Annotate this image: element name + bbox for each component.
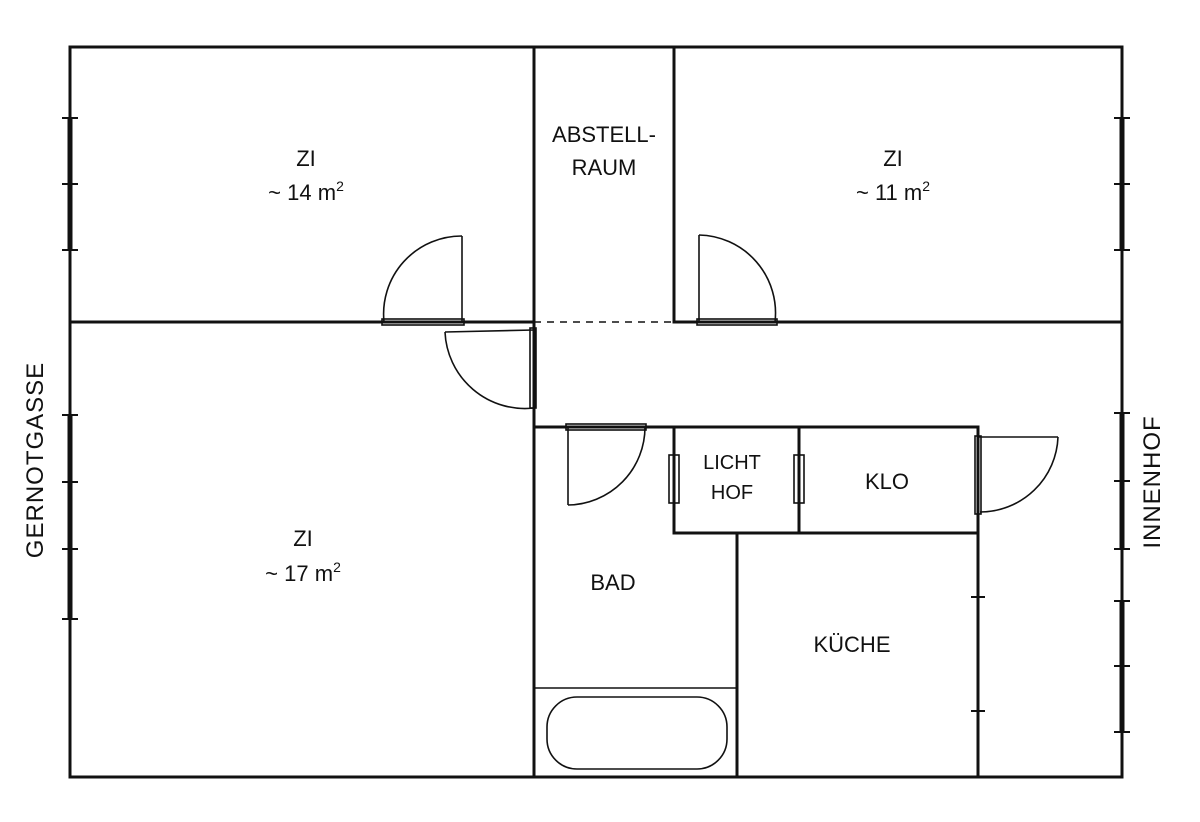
room-area-zi-bottom-left: ~ 17 m2: [265, 559, 341, 586]
street-label-left: GERNOTGASSE: [22, 362, 49, 558]
room-label-lichthof-line1: LICHT: [703, 452, 761, 474]
street-label-right: INNENHOF: [1139, 415, 1166, 548]
room-label-zi-bottom-left: ZI: [293, 526, 313, 551]
interior-walls: [68, 45, 1124, 779]
bathtub: [534, 687, 737, 770]
lichthof-windows: [668, 454, 805, 504]
room-label-zi-top-right: ZI: [883, 146, 903, 171]
room-label-lichthof-line2: HOF: [711, 482, 753, 504]
room-label-bad: BAD: [590, 570, 635, 595]
left-windows: [62, 117, 78, 620]
right-windows: [1114, 117, 1130, 733]
door-zi-bottom-left: [444, 327, 537, 410]
room-label-zi-top-left: ZI: [296, 146, 316, 171]
door-zi-top-left: [381, 235, 465, 326]
room-area-zi-top-left: ~ 14 m2: [268, 178, 344, 205]
door-bad: [565, 423, 647, 506]
door-klo: [974, 435, 1059, 515]
door-zi-top-right: [696, 234, 778, 326]
room-label-kueche: KÜCHE: [813, 632, 890, 657]
room-area-zi-top-right: ~ 11 m2: [856, 178, 930, 205]
room-label-abstell-line1: ABSTELL-: [552, 122, 656, 147]
kueche-window-ticks: [971, 596, 985, 712]
room-label-abstell-line2: RAUM: [572, 155, 637, 180]
room-label-klo: KLO: [865, 469, 909, 494]
